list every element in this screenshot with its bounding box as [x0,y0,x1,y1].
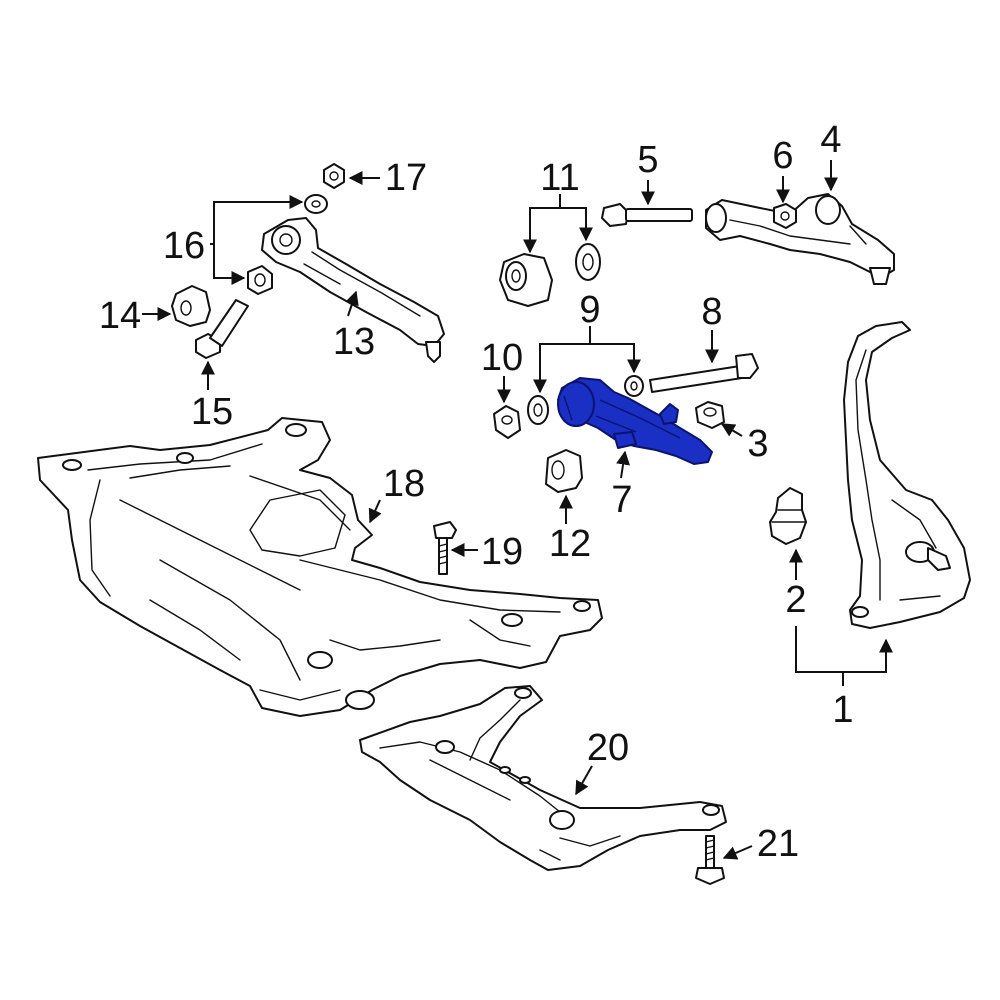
part-9-washer-left[interactable] [527,395,549,425]
part-2-ball-joint[interactable] [769,487,807,545]
callout-14: 14 [99,295,141,337]
callout-labels: 1 2 3 4 5 6 7 8 9 10 11 12 13 14 15 16 1… [99,119,854,865]
part-11-washer[interactable] [575,243,601,281]
callout-17: 17 [385,157,427,199]
callout-15: 15 [191,391,233,433]
callout-10: 10 [481,337,523,379]
part-8-bolt[interactable] [649,353,759,393]
part-13-control-arm[interactable] [261,217,445,363]
callout-9: 9 [579,289,600,331]
part-5-bolt[interactable] [601,203,693,227]
leader-lines [142,160,893,860]
part-11-bushing-large[interactable] [499,253,553,307]
part-16-washer-bottom[interactable] [247,265,273,295]
callout-1: 1 [832,689,853,731]
callout-11: 11 [540,157,579,199]
part-1-knuckle[interactable] [843,321,971,629]
callout-3: 3 [747,423,768,465]
part-17-nut[interactable] [323,163,345,189]
part-18-subframe[interactable] [37,417,603,717]
part-10-nut[interactable] [493,405,521,439]
part-4-upper-arm[interactable] [705,193,895,285]
part-14-bushing[interactable] [171,285,211,327]
callout-4: 4 [820,119,841,161]
callout-18: 18 [383,463,425,505]
part-20-brace[interactable] [359,685,727,871]
callout-2: 2 [785,579,806,621]
part-3-bushing[interactable] [695,401,725,429]
part-12-bushing[interactable] [545,449,583,493]
callout-7: 7 [611,479,632,521]
part-15-bolt[interactable] [195,299,249,359]
part-21-bolt[interactable] [695,835,725,885]
part-6-nut[interactable] [773,203,797,229]
callout-8: 8 [701,291,722,333]
callout-13: 13 [333,321,375,363]
callout-21: 21 [757,823,799,865]
callout-5: 5 [637,139,658,181]
callout-16: 16 [163,225,205,267]
part-9-washer-right[interactable] [624,375,644,397]
callout-19: 19 [481,531,523,573]
part-19-bolt[interactable] [433,521,457,575]
callout-20: 20 [587,727,629,769]
part-16-washer-top[interactable] [304,194,328,214]
callout-6: 6 [772,135,793,177]
part-7-lower-control-arm[interactable] [557,377,713,465]
callout-12: 12 [549,523,591,565]
